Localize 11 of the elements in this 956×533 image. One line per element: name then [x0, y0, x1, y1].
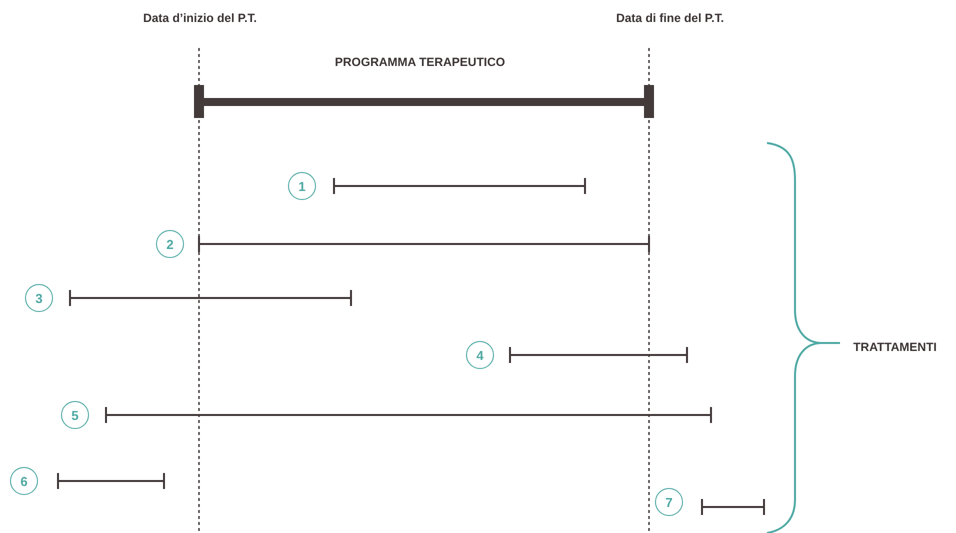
number-circle: 4: [466, 341, 494, 369]
number-circle: 7: [655, 488, 683, 516]
number-circle: 2: [156, 230, 184, 258]
end-date-label: Data di fine del P.T.: [616, 11, 724, 25]
start-date-label: Data d’inizio del P.T.: [143, 11, 257, 25]
programme-title: PROGRAMMA TERAPEUTICO: [334, 55, 506, 69]
number-circle: 5: [61, 401, 89, 429]
number-circle: 1: [288, 172, 316, 200]
number-circle: 3: [25, 284, 53, 312]
treatments-label: TRATTAMENTI: [853, 340, 937, 354]
number-circle: 6: [10, 467, 38, 495]
